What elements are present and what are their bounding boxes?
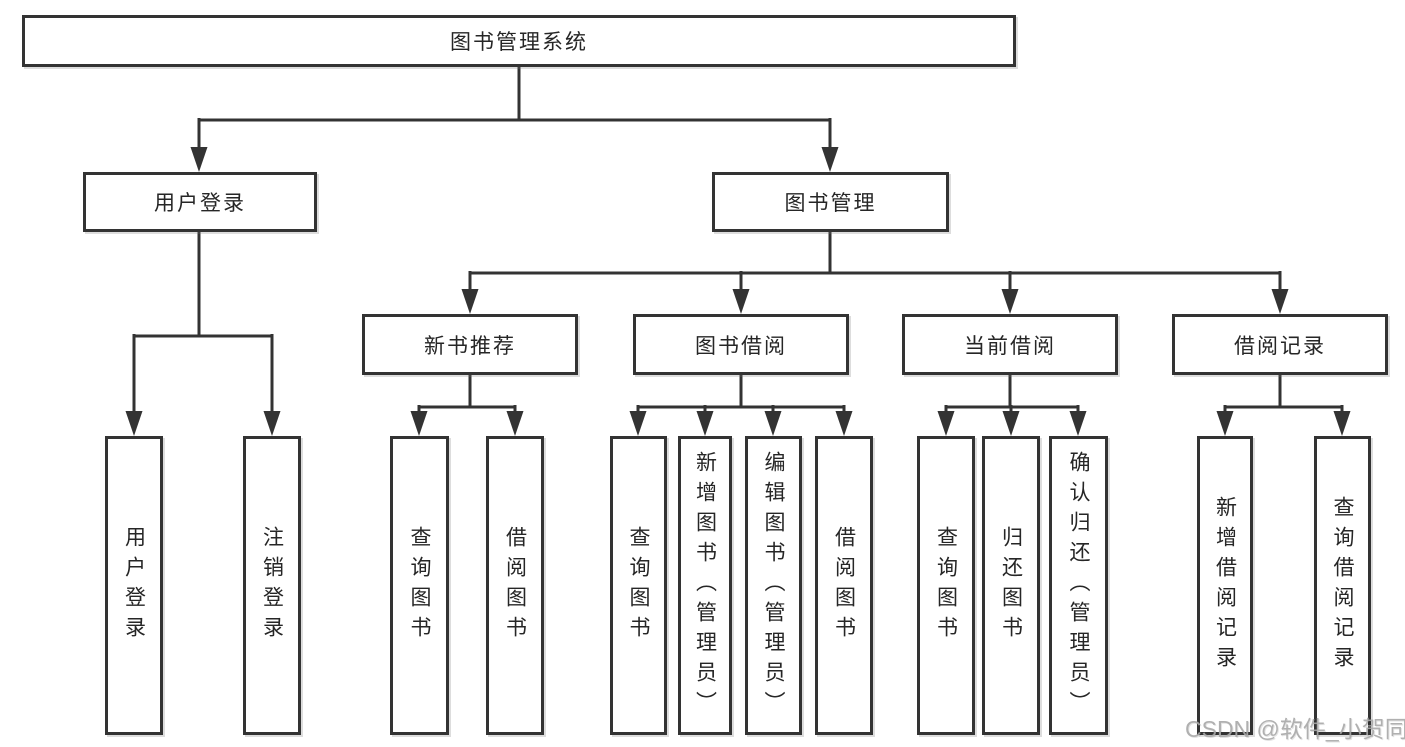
arrowhead-icon (410, 411, 428, 436)
leaf-records-query-borrow-record: 查询借阅记录 (1314, 436, 1371, 735)
arrowhead-icon (1333, 411, 1351, 436)
leaf-current-return-books: 归还图书 (982, 436, 1040, 735)
leaf-label: 归还图书 (999, 525, 1023, 646)
leaf-current-confirm-return-admin: 确认归还（管理员） (1049, 436, 1108, 735)
leaf-label: 确认归还（管理员） (1067, 450, 1090, 721)
leaf-label: 注销登录 (260, 525, 284, 646)
leaf-logout: 注销登录 (243, 436, 301, 735)
leaf-records-add-borrow-record: 新增借阅记录 (1197, 436, 1253, 735)
leaf-label: 查询借阅记录 (1331, 495, 1354, 676)
leaf-label: 借阅图书 (832, 525, 856, 646)
leaf-borrowing-query-books: 查询图书 (610, 436, 667, 735)
arrowhead-icon (461, 289, 479, 314)
leaf-newbook-query-books: 查询图书 (390, 436, 449, 735)
leaf-label: 用户登录 (122, 525, 146, 646)
node-new-book-recommend: 新书推荐 (362, 314, 578, 375)
leaf-label: 新增借阅记录 (1213, 495, 1237, 676)
arrowhead-icon (1216, 411, 1234, 436)
node-book-borrowing: 图书借阅 (633, 314, 849, 375)
arrowhead-icon (937, 411, 955, 436)
arrowhead-icon (821, 147, 839, 172)
arrowhead-icon (1271, 289, 1289, 314)
arrowhead-icon (190, 147, 208, 172)
node-book-management: 图书管理 (712, 172, 949, 232)
arrowhead-icon (125, 411, 143, 436)
leaf-label: 查询图书 (408, 525, 431, 646)
leaf-borrowing-add-books-admin: 新增图书（管理员） (678, 436, 732, 735)
leaf-label: 编辑图书（管理员） (762, 450, 785, 721)
csdn-watermark: CSDN @软件_小贺同学 (1185, 716, 1405, 742)
leaf-user-login: 用户登录 (105, 436, 163, 735)
arrowhead-icon (764, 411, 782, 436)
arrowhead-icon (696, 411, 714, 436)
leaf-label: 借阅图书 (503, 525, 527, 646)
leaf-label: 查询图书 (627, 525, 650, 646)
leaf-newbook-borrow-books: 借阅图书 (486, 436, 544, 735)
node-borrowing-records: 借阅记录 (1172, 314, 1388, 375)
leaf-current-query-books: 查询图书 (917, 436, 975, 735)
arrowhead-icon (835, 411, 853, 436)
arrowhead-icon (263, 411, 281, 436)
arrowhead-icon (1069, 411, 1087, 436)
leaf-borrowing-edit-books-admin: 编辑图书（管理员） (745, 436, 802, 735)
leaf-borrowing-borrow-books: 借阅图书 (815, 436, 873, 735)
arrowhead-icon (1002, 411, 1020, 436)
node-current-borrowing: 当前借阅 (902, 314, 1118, 375)
arrowhead-icon (732, 289, 750, 314)
leaf-label: 新增图书（管理员） (693, 450, 717, 721)
arrowhead-icon (506, 411, 524, 436)
arrowhead-icon (1001, 289, 1019, 314)
node-user-login: 用户登录 (83, 172, 317, 232)
arrowhead-icon (629, 411, 647, 436)
leaf-label: 查询图书 (934, 525, 958, 646)
node-library-system: 图书管理系统 (22, 15, 1016, 67)
